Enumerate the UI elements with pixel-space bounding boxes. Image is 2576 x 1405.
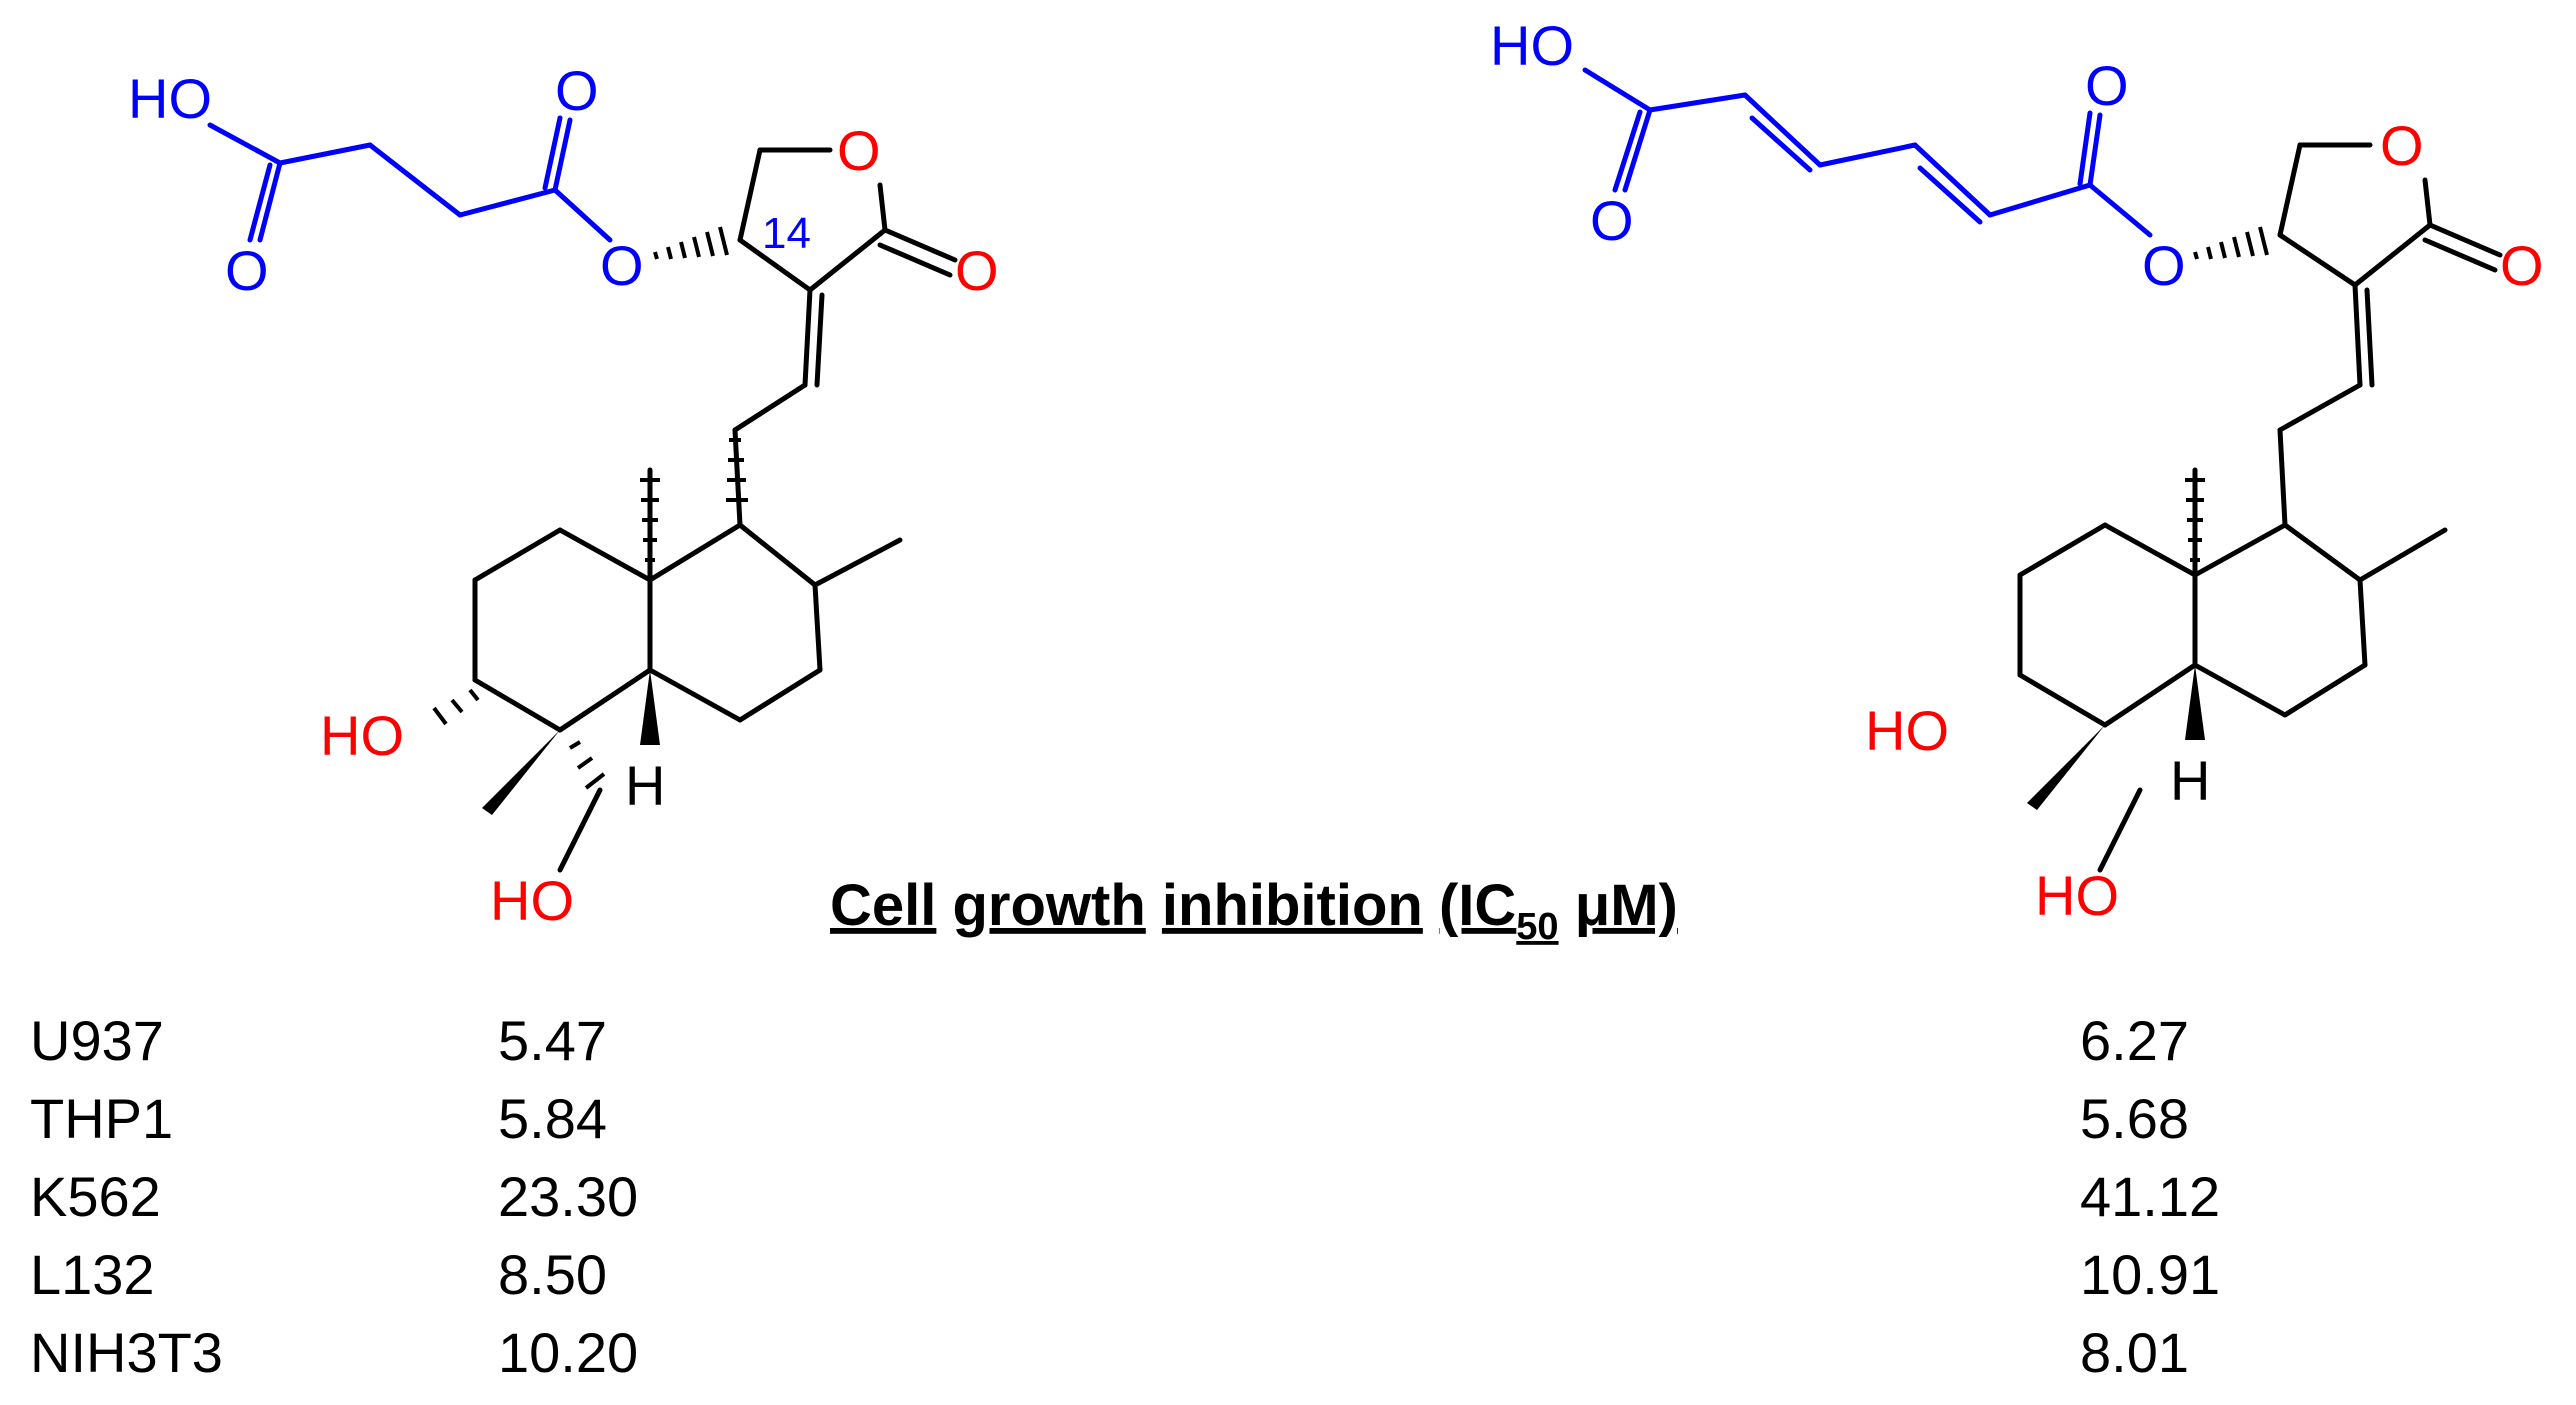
cell-line-label: THP1 [30,1087,173,1150]
cell-line-label: L132 [30,1243,155,1306]
carboxyl-hydroxyl-label: HO [128,67,212,130]
compound-2-value: 10.91 [2080,1243,2220,1306]
decalin-skeleton-2 [2017,427,2448,728]
angular-methyl-hash-2 [2185,478,2205,562]
hashed-bond-c14-2 [2193,226,2269,260]
lactone-ring-2 [2277,142,2503,433]
muconate-ester-carbonyl-oxygen: O [2085,54,2129,117]
muconate-hydroxyl-label: HO [1490,14,1574,77]
muconate-ester-oxygen: O [2142,234,2186,297]
c9-hashed-chain [726,438,748,502]
compound-1-value: 10.20 [498,1321,638,1384]
table-title: Cell growth inhibition (IC50 μM) [830,873,1678,948]
ester-carbonyl-oxygen: O [555,59,599,122]
table-row-5: NIH3T3 10.20 8.01 [30,1321,2189,1384]
c4-methyl-wedge [482,730,560,815]
title-word-3: inhibition [1162,873,1423,938]
carboxyl-carbonyl-oxygen: O [225,239,269,302]
compound-1-value: 23.30 [498,1165,638,1228]
table-row-1: U937 5.47 6.27 [30,1009,2189,1072]
compound-2-value: 8.01 [2080,1321,2189,1384]
compound-1-value: 8.50 [498,1243,607,1306]
title-unit-sub: 50 [1516,906,1558,948]
hydroxymethyl-bond [557,787,603,873]
c5-h-wedge-2 [2185,665,2205,740]
c5-h-wedge [640,670,660,745]
lactone-carbonyl-oxygen-2: O [2500,234,2544,297]
table-row-3: K562 23.30 41.12 [30,1165,2220,1228]
primary-hydroxyl-label: HO [490,869,574,932]
c5-hydrogen-2: H [2170,749,2210,812]
cell-line-label: NIH3T3 [30,1321,223,1384]
title-word-2: growth [953,873,1146,938]
ester-oxygen: O [600,234,644,297]
lactone-carbonyl-oxygen: O [955,239,999,302]
title-unit-prefix: (IC [1439,873,1516,938]
compound-2-value: 5.68 [2080,1087,2189,1150]
angular-methyl-hash [640,478,660,562]
muconate-chain [1582,67,2153,238]
succinate-chain [207,115,613,243]
hashed-bond-c14 [653,226,729,260]
c4-hydroxymethyl-hash [568,740,606,790]
molecule-2: HO O O O O O [1490,14,2544,927]
cell-line-label: K562 [30,1165,161,1228]
molecule-1: HO O O O 14 O O [128,59,999,932]
compound-1-value: 5.84 [498,1087,607,1150]
compound-1-value: 5.47 [498,1009,607,1072]
hydroxymethyl-bond-2 [2097,787,2143,873]
c3-hydroxyl-hash [432,688,480,726]
position-14-label: 14 [762,209,811,258]
table-row-4: L132 8.50 10.91 [30,1243,2220,1306]
primary-hydroxyl-label-2: HO [2035,864,2119,927]
c5-hydrogen: H [625,754,665,817]
secondary-hydroxyl-label: HO [320,704,404,767]
inhibition-table: Cell growth inhibition (IC50 μM) U937 5.… [30,873,2220,1384]
decalin-skeleton [472,427,903,733]
c4-methyl-wedge-2 [2027,725,2105,810]
lactone-ring-oxygen: O [837,119,881,182]
title-unit-suffix: μM) [1575,873,1678,938]
title-word-1: Cell [830,873,936,938]
cell-line-label: U937 [30,1009,164,1072]
lactone-ring-oxygen-2: O [2380,114,2424,177]
compound-2-value: 6.27 [2080,1009,2189,1072]
compound-2-value: 41.12 [2080,1165,2220,1228]
muconate-carboxyl-oxygen: O [1590,189,1634,252]
table-row-2: THP1 5.84 5.68 [30,1087,2189,1150]
secondary-hydroxyl-label-2: HO [1865,699,1949,762]
lactone-ring [732,147,958,433]
